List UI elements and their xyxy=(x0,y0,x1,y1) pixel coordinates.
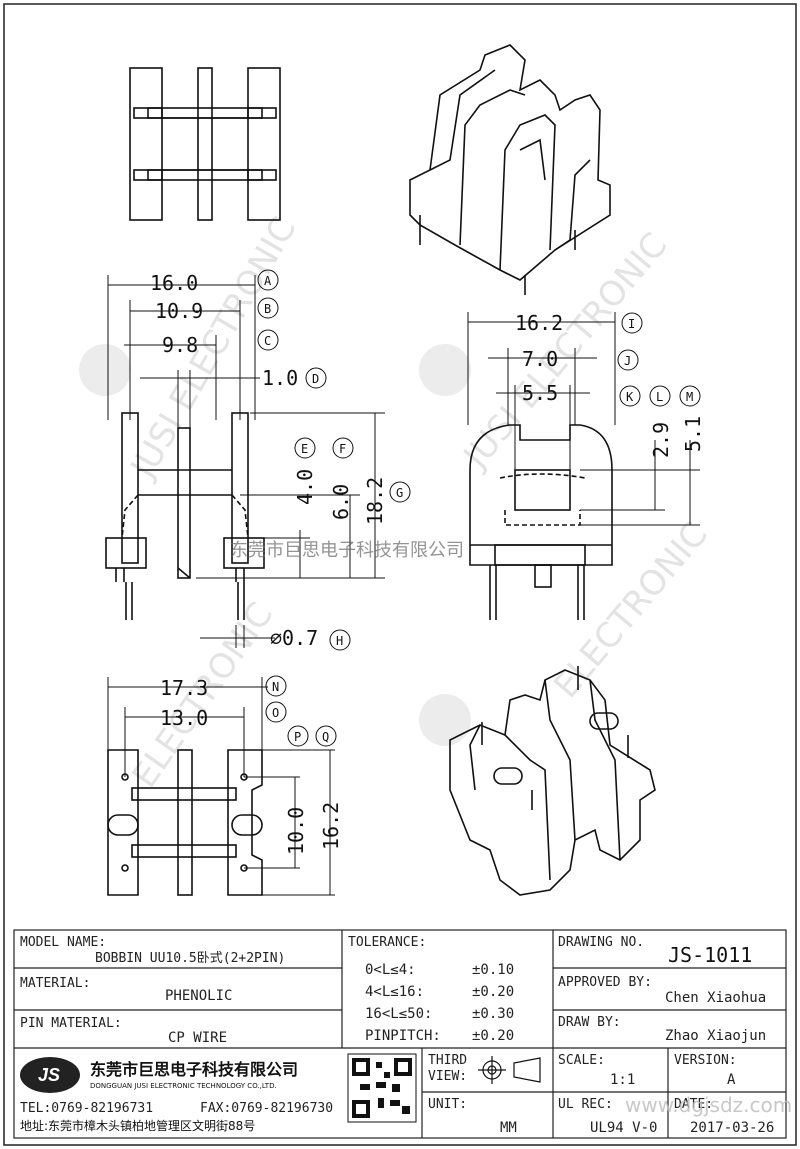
date-label: DATE: xyxy=(674,1097,713,1112)
dim-j-value: 7.0 xyxy=(522,347,558,371)
watermark-site: www.dgjsdz.com xyxy=(625,1093,792,1117)
bottom-dim-lines xyxy=(107,677,335,896)
bottom-dim-texts: 17.3 13.0 10.0 16.2 xyxy=(160,676,343,855)
side-dim-texts: 16.2 7.0 5.5 2.9 5.1 xyxy=(515,311,705,458)
svg-text:JS: JS xyxy=(38,1065,60,1085)
company-name-cn: 东莞市巨思电子科技有限公司 xyxy=(90,1060,298,1079)
ref-f: F xyxy=(339,442,346,456)
dim-g-value: 18.2 xyxy=(363,477,387,525)
dim-a-value: 16.0 xyxy=(150,271,198,295)
third-view-label-2: VIEW: xyxy=(428,1069,467,1084)
dim-o-value: 13.0 xyxy=(160,706,208,730)
dim-i-value: 16.2 xyxy=(515,311,563,335)
dim-l-value: 2.9 xyxy=(649,422,673,458)
model-name-label: MODEL NAME: xyxy=(20,935,106,950)
tolerance-rows: 0<L≤4: ±0.10 4<L≤16: ±0.20 16<L≤50: ±0.3… xyxy=(365,962,514,1044)
ref-q: Q xyxy=(322,730,329,744)
ref-l: L xyxy=(656,390,663,404)
company-fax: FAX:0769-82196730 xyxy=(200,1101,333,1116)
ref-b: B xyxy=(264,302,271,316)
ref-e: E xyxy=(301,442,308,456)
drawing-no-value: JS-1011 xyxy=(668,943,752,967)
watermark-cn: 东莞市巨思电子科技有限公司 xyxy=(230,540,464,561)
draw-by-value: Zhao Xiaojun xyxy=(665,1028,766,1044)
ref-k: K xyxy=(626,390,634,404)
dim-h-value: ⌀0.7 xyxy=(270,626,318,650)
material-label: MATERIAL: xyxy=(20,976,90,991)
tolerance-value: ±0.30 xyxy=(472,1006,514,1022)
dim-f-value: 6.0 xyxy=(329,484,353,520)
tolerance-value: ±0.20 xyxy=(472,984,514,1000)
dim-q-value: 16.2 xyxy=(319,802,343,850)
unit-label: UNIT: xyxy=(428,1097,467,1112)
front-dim-texts: 16.0 10.9 9.8 1.0 4.0 6.0 18.2 ⌀0.7 xyxy=(150,271,387,650)
dim-d-value: 1.0 xyxy=(262,366,298,390)
tolerance-value: ±0.10 xyxy=(472,962,514,978)
front-dim-lines xyxy=(107,275,385,648)
tolerance-range: PINPITCH: xyxy=(365,1028,441,1044)
ref-p: P xyxy=(294,730,301,744)
ref-j: J xyxy=(624,354,631,368)
draw-by-label: DRAW BY: xyxy=(558,1015,621,1030)
ref-c: C xyxy=(264,334,271,348)
company-address: 地址:东莞市樟木头镇柏地管理区文明街88号 xyxy=(20,1118,255,1133)
front-ref-circles: A B C D E F G H xyxy=(257,269,411,651)
model-name-value: BOBBIN UU10.5卧式(2+2PIN) xyxy=(95,951,285,966)
front-view xyxy=(105,412,265,620)
bottom-view xyxy=(107,749,263,896)
side-ref-circles: I J K L M xyxy=(617,312,701,407)
ref-i: I xyxy=(628,317,635,331)
approved-by-value: Chen Xiaohua xyxy=(665,990,766,1006)
scale-label: SCALE: xyxy=(558,1053,605,1068)
ref-d: D xyxy=(312,372,319,386)
drawing-no-label: DRAWING NO. xyxy=(558,935,644,950)
material-value: PHENOLIC xyxy=(165,988,232,1004)
approved-by-label: APPROVED BY: xyxy=(558,975,652,990)
bottom-ref-circles: N O P Q xyxy=(265,675,337,747)
version-value: A xyxy=(727,1072,736,1088)
dim-n-value: 17.3 xyxy=(160,676,208,700)
top-view xyxy=(129,67,281,221)
side-dim-lines xyxy=(467,312,700,526)
ref-n: N xyxy=(272,680,279,694)
dim-b-value: 10.9 xyxy=(155,299,203,323)
company-tel: TEL:0769-82196731 xyxy=(20,1101,153,1116)
scale-value: 1:1 xyxy=(610,1072,635,1088)
tolerance-range: 4<L≤16: xyxy=(365,984,424,1000)
ref-o: O xyxy=(272,706,279,720)
company-name-en: DONGGUAN JUSI ELECTRONIC TECHNOLOGY CO.,… xyxy=(90,1082,277,1090)
title-block-frame xyxy=(13,929,787,1139)
version-label: VERSION: xyxy=(674,1053,737,1068)
tolerance-label: TOLERANCE: xyxy=(348,935,426,950)
third-view-label-1: THIRD xyxy=(428,1053,467,1068)
dim-p-value: 10.0 xyxy=(284,807,308,855)
dim-k-value: 5.5 xyxy=(522,381,558,405)
qr-code-icon xyxy=(347,1053,417,1123)
dim-c-value: 9.8 xyxy=(162,333,198,357)
ref-h: H xyxy=(336,634,343,648)
dim-m-value: 5.1 xyxy=(681,416,705,452)
tolerance-range: 16<L≤50: xyxy=(365,1006,432,1022)
ref-a: A xyxy=(264,274,272,288)
iso-view-top xyxy=(409,44,611,295)
tolerance-range: 0<L≤4: xyxy=(365,962,416,978)
watermark-brand-4: ELECTRONIC xyxy=(546,515,715,706)
date-value: 2017-03-26 xyxy=(690,1120,774,1136)
ul-rec-value: UL94 V-0 xyxy=(590,1120,657,1136)
drawing-border xyxy=(3,3,797,1146)
third-angle-projection-icon xyxy=(478,1056,541,1084)
pin-material-value: CP WIRE xyxy=(168,1030,227,1046)
pin-material-label: PIN MATERIAL: xyxy=(20,1016,122,1031)
watermark-brand-1: JUSI ELECTRONIC xyxy=(122,210,304,486)
tolerance-value: ±0.20 xyxy=(472,1028,514,1044)
dim-e-value: 4.0 xyxy=(293,469,317,505)
ref-g: G xyxy=(396,486,403,500)
unit-value: MM xyxy=(500,1120,517,1136)
ref-m: M xyxy=(686,390,693,404)
company-logo: JS xyxy=(20,1057,80,1093)
ul-rec-label: UL REC: xyxy=(558,1097,613,1112)
iso-view-bottom xyxy=(449,666,656,896)
